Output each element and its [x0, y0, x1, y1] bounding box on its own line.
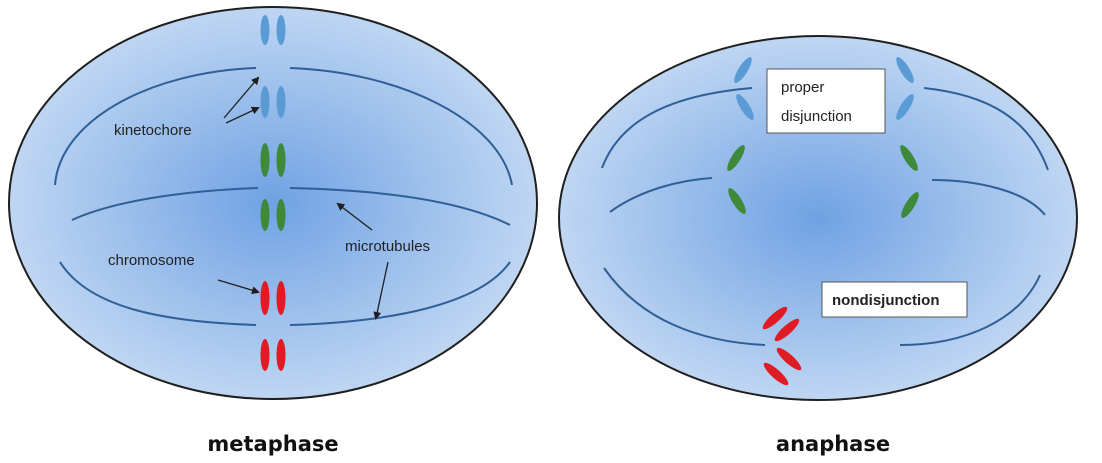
chromosome-green [261, 199, 270, 231]
chromosome-red [261, 339, 270, 371]
chromosome-blue [261, 86, 270, 118]
kinetochore-label: kinetochore [114, 122, 192, 139]
chromosome-green [277, 143, 286, 177]
chromosome-red [277, 281, 286, 315]
anaphase-cell: proper disjunction nondisjunction [559, 36, 1077, 400]
microtubules-label: microtubules [345, 238, 430, 255]
nondisjunction-label: nondisjunction [832, 292, 939, 309]
chromosome-green [261, 143, 270, 177]
chromosome-red [277, 339, 286, 371]
chromosome-red [261, 281, 270, 315]
proper-label: proper [781, 79, 824, 96]
disjunction-label: disjunction [781, 108, 852, 125]
nondisjunction-callout: nondisjunction [822, 282, 967, 317]
metaphase-cell: kinetochore chromosome microtubules [9, 7, 537, 399]
chromosome-blue [277, 86, 286, 118]
proper-disjunction-callout: proper disjunction [767, 69, 885, 133]
metaphase-cell-body [9, 7, 537, 399]
chromosome-label: chromosome [108, 252, 195, 269]
chromosome-blue [277, 15, 286, 45]
chromosome-green [277, 199, 286, 231]
anaphase-caption: anaphase [776, 432, 890, 456]
metaphase-caption: metaphase [207, 432, 338, 456]
chromosome-blue [261, 15, 270, 45]
